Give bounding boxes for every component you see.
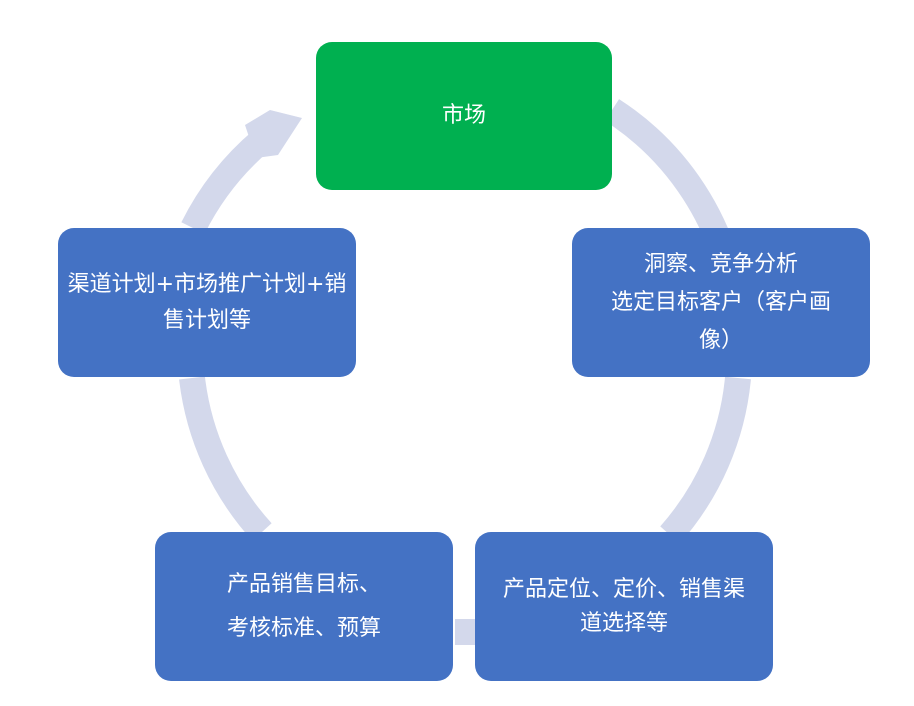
node-market: 市场	[316, 42, 612, 190]
cycle-arrow-segment-4	[179, 376, 272, 541]
node-insight-line-2: 选定目标客户（客户画像）	[610, 289, 831, 353]
node-plans: 渠道计划+市场推广计划+销售计划等	[58, 228, 356, 377]
cycle-arrow-segment-2	[660, 376, 751, 544]
node-insight-line-1: 洞察、竞争分析	[643, 251, 798, 277]
cycle-arrowhead	[245, 110, 302, 158]
node-market-label: 市场	[441, 103, 486, 128]
node-targets-line-1: 产品销售目标、	[226, 571, 381, 597]
node-insight-customer: 洞察、竞争分析 选定目标客户（客户画像）	[572, 228, 870, 377]
cycle-arrow-segment-5	[181, 130, 271, 234]
node-targets-line-2: 考核标准、预算	[226, 615, 381, 641]
node-product-positioning: 产品定位、定价、销售渠道选择等	[475, 532, 773, 681]
node-sales-targets: 产品销售目标、 考核标准、预算	[155, 532, 453, 681]
node-positioning-label: 产品定位、定价、销售渠道选择等	[502, 576, 745, 636]
node-planning-label: 渠道计划+市场推广计划+销售计划等	[67, 271, 347, 333]
